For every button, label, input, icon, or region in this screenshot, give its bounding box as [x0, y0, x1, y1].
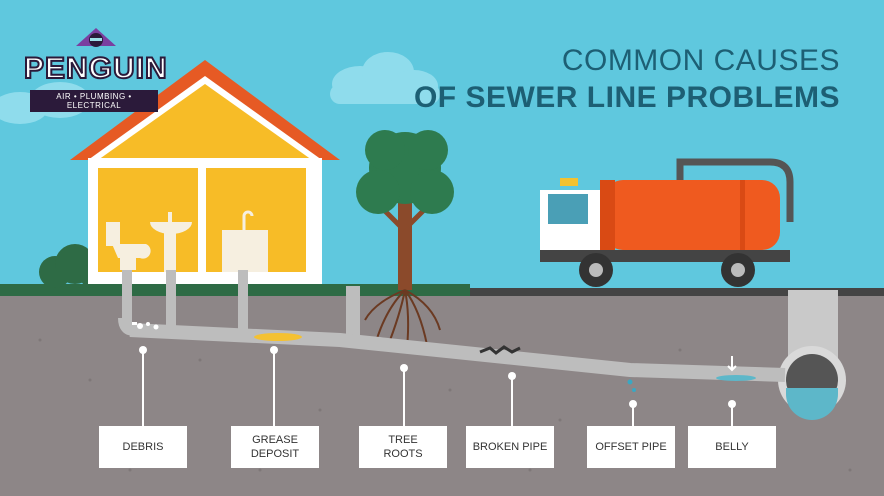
vacuum-truck: [540, 158, 794, 287]
grease-graphic: [254, 333, 302, 341]
label-tree-roots-text: TREE ROOTS: [383, 433, 423, 460]
headline: COMMON CAUSES OF SEWER LINE PROBLEMS: [414, 44, 840, 114]
sewer-pipe: [129, 323, 786, 382]
drain-pipes: [122, 270, 360, 340]
belly-water: [716, 375, 756, 381]
logo-tagline: AIR • PLUMBING • ELECTRICAL: [30, 90, 158, 112]
label-offset-pipe: OFFSET PIPE: [587, 426, 675, 468]
label-belly-text: BELLY: [715, 440, 749, 453]
label-grease-deposit: GREASE DEPOSIT: [231, 426, 319, 468]
label-grease-deposit-text: GREASE DEPOSIT: [250, 433, 300, 460]
label-offset-pipe-text: OFFSET PIPE: [595, 440, 667, 453]
label-broken-pipe: BROKEN PIPE: [466, 426, 554, 468]
headline-line-1: COMMON CAUSES: [561, 44, 840, 77]
penguin-logo: PENGUIN AIR • PLUMBING • ELECTRICAL: [23, 24, 168, 114]
penguin-mascot-icon: [76, 28, 116, 47]
label-debris-text: DEBRIS: [122, 440, 164, 453]
label-broken-pipe-text: BROKEN PIPE: [472, 440, 548, 453]
belly-arrow-icon: [727, 356, 737, 372]
sink-icon: [150, 212, 192, 272]
headline-line-2: OF SEWER LINE PROBLEMS: [413, 81, 840, 114]
road: [470, 288, 884, 296]
toilet-icon: [106, 222, 151, 270]
label-belly: BELLY: [688, 426, 776, 468]
label-debris: DEBRIS: [99, 426, 187, 468]
debris-graphic: [132, 322, 159, 330]
logo-wordmark: PENGUIN: [23, 51, 168, 86]
manhole: [778, 290, 846, 420]
leader-lines: [142, 350, 733, 426]
tree: [356, 130, 454, 290]
kitchen-sink-icon: [222, 210, 268, 272]
leader-dots: [139, 346, 736, 408]
tree-roots-graphic: [364, 289, 441, 349]
broken-pipe-graphic: [479, 345, 521, 355]
label-tree-roots: TREE ROOTS: [359, 426, 447, 468]
offset-pipe-drops: [627, 379, 636, 392]
